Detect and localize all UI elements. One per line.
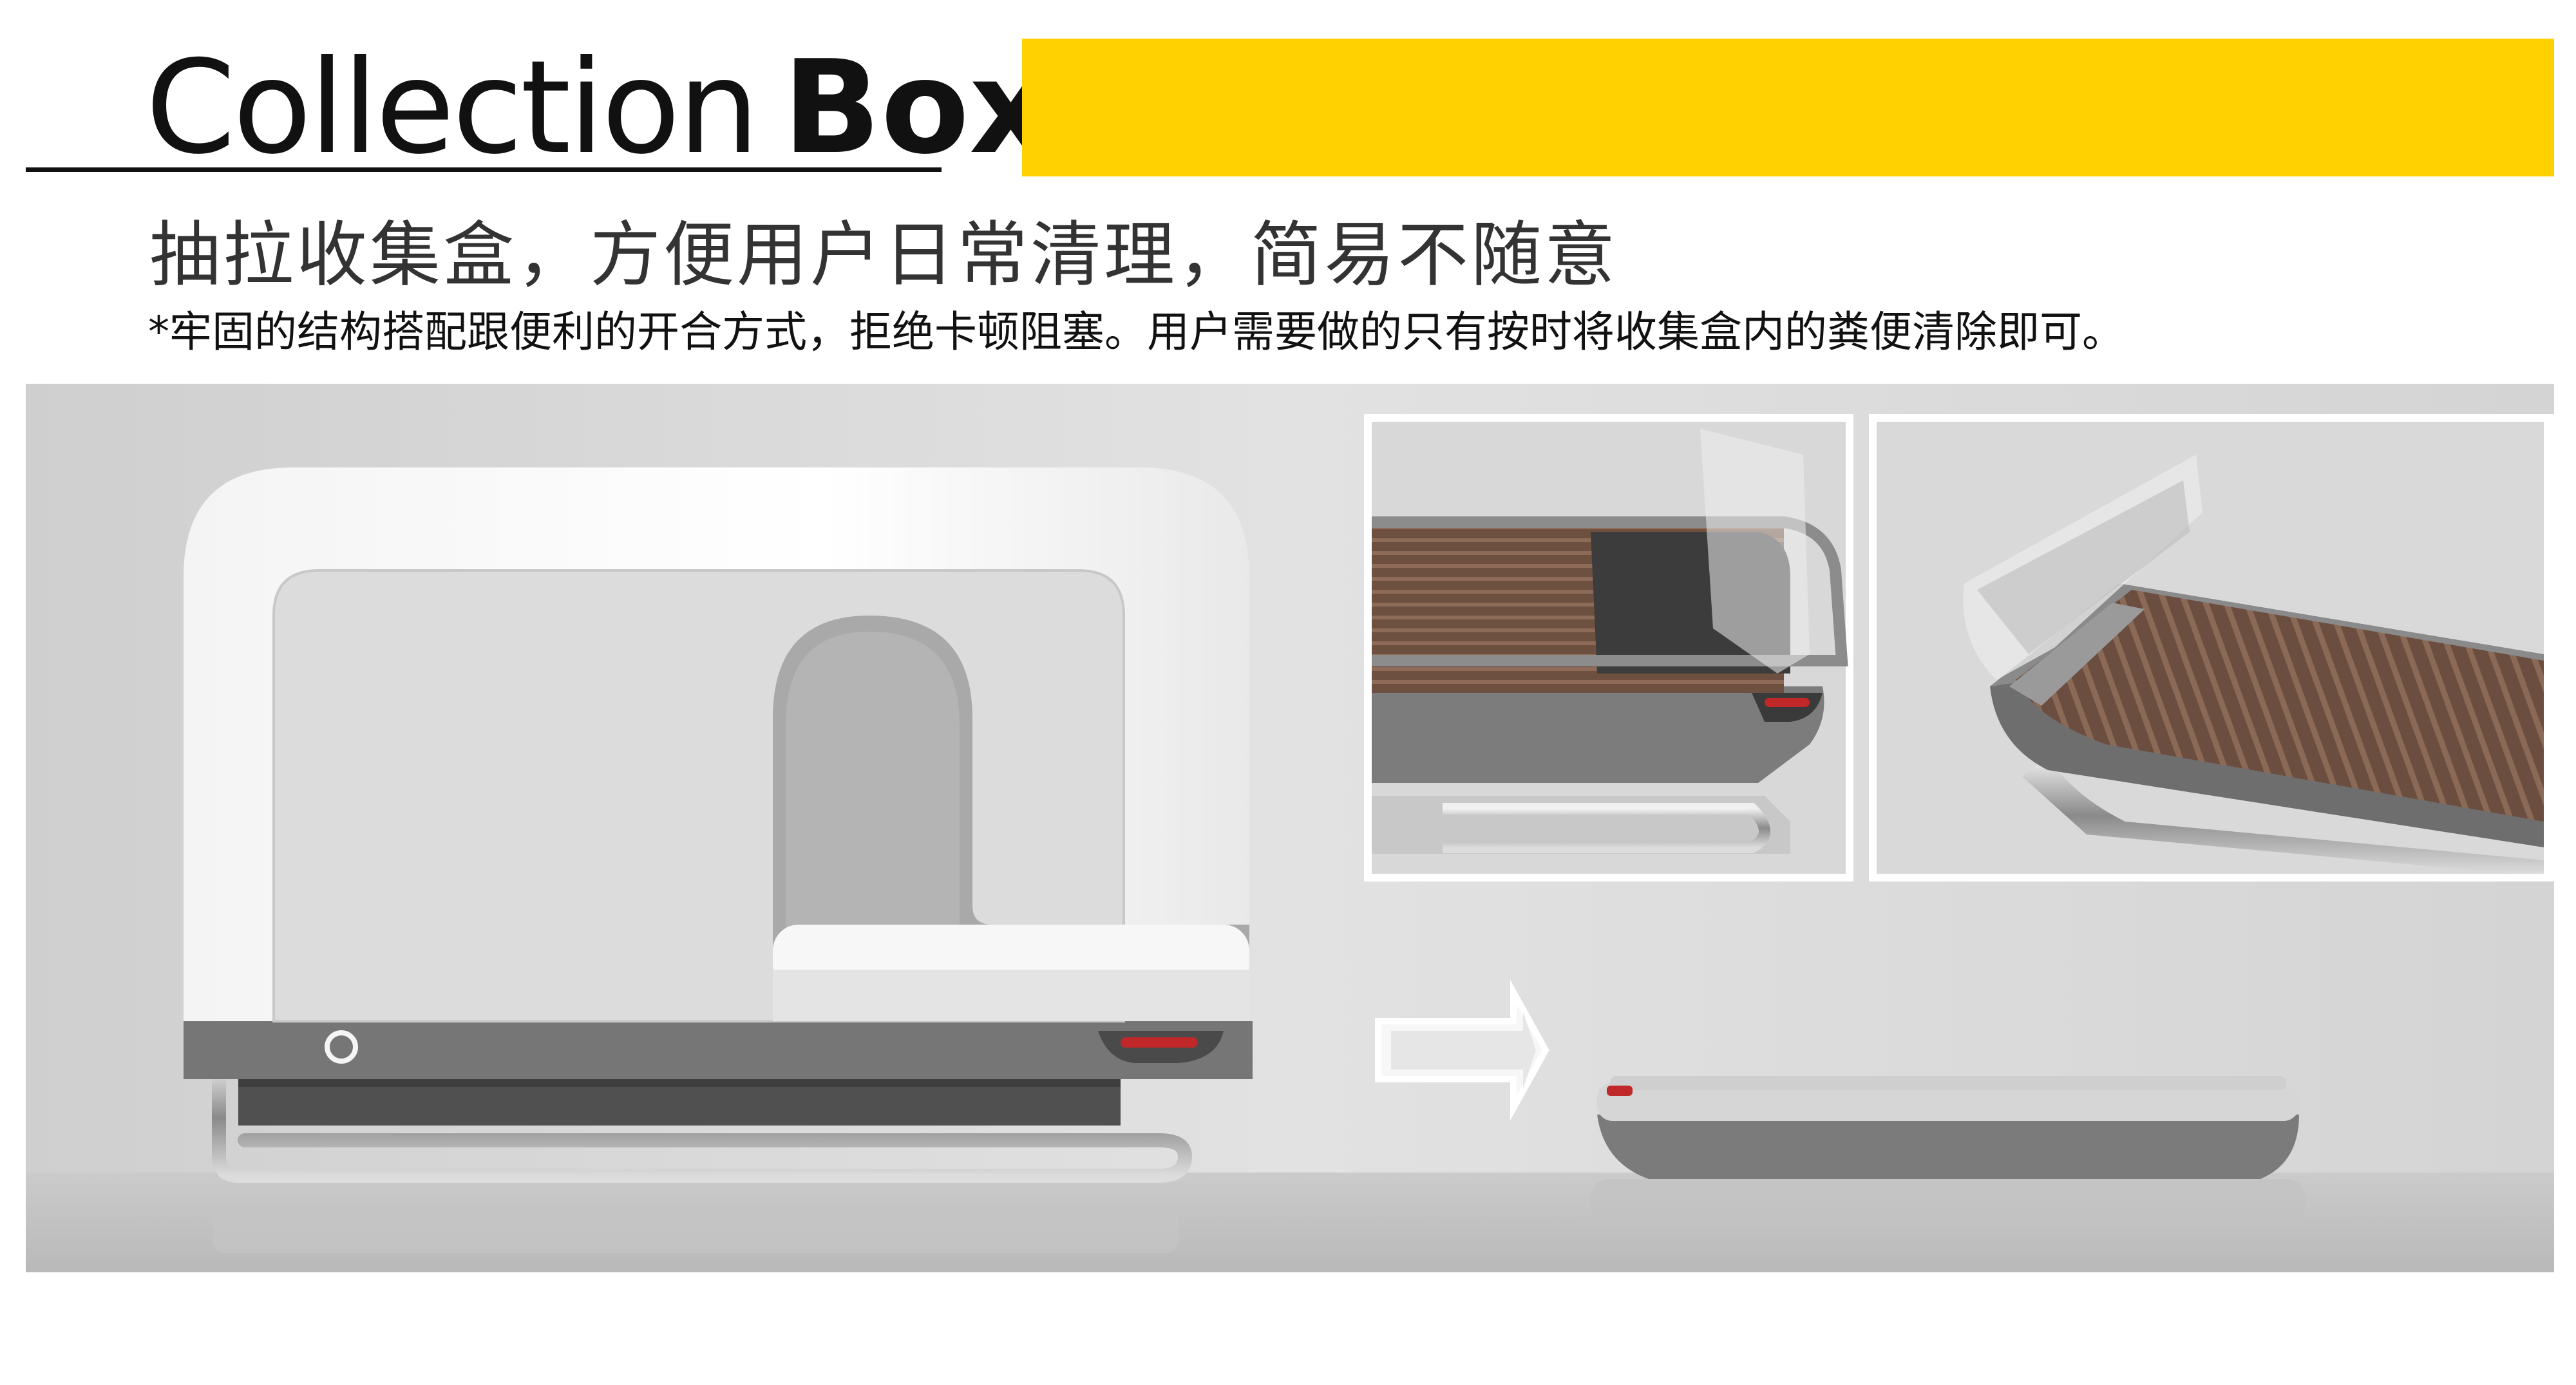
product-render: [26, 384, 2554, 1272]
title-bold: Box: [782, 33, 1053, 183]
title-underline: [26, 167, 942, 172]
inset-photo-tray-angle: [1869, 414, 2554, 881]
subtext: *牢固的结构搭配跟便利的开合方式，拒绝卡顿阻塞。用户需要做的只有按时将收集盒内的…: [148, 307, 2125, 357]
accent-bar: [1022, 39, 2554, 176]
product-render-svg: [26, 384, 2554, 1272]
title-light: Collection: [146, 33, 759, 183]
power-button-icon: [325, 1030, 358, 1064]
headline: 抽拉收集盒，方便用户日常清理，简易不随意: [149, 214, 1618, 296]
inset-photo-tray-front: [1364, 414, 1853, 881]
